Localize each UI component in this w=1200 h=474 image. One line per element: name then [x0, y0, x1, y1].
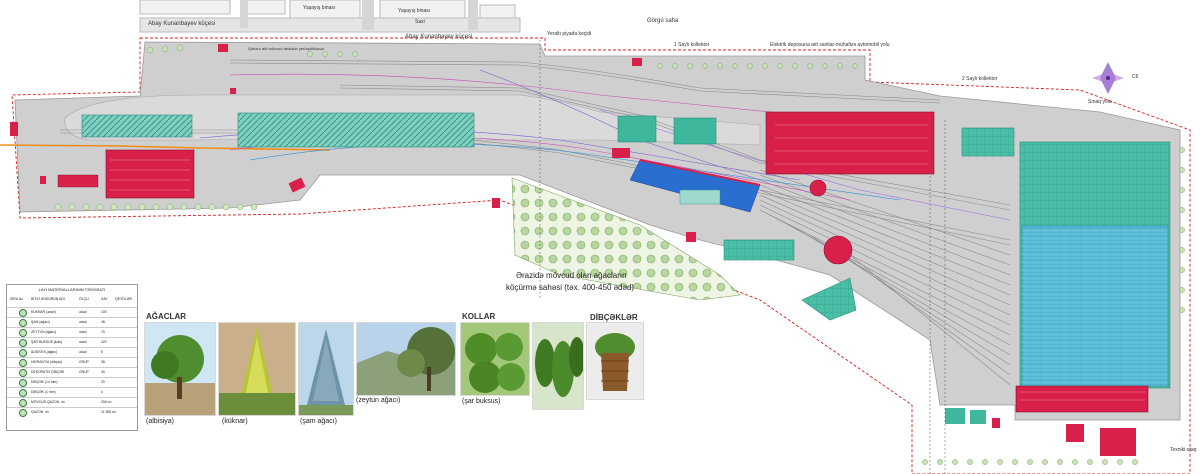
compass-icon: [1092, 62, 1124, 94]
label-monuments: Şəhərə aid mövcud abidələr yerləşdiriləc…: [248, 46, 325, 51]
tree-row-top: [146, 44, 858, 69]
legend-header-notes: QEYDLƏR: [115, 297, 133, 301]
legend-title: LAYİ MATERİALLARININ TƏSVİRATI: [38, 287, 106, 292]
label-residential-1: Yaşayış binası: [303, 5, 336, 11]
building-east-red: [765, 111, 935, 175]
platform-west: [81, 114, 193, 138]
trees-heading: AĞACLAR: [146, 312, 186, 321]
label-street-bottom: Abay Kunanbayev küçesi: [405, 34, 473, 40]
tree-row-bottom: [54, 203, 258, 211]
label-residential-2: Yaşayış binası: [398, 8, 431, 14]
label-technical-room: Texniki otaq: [1170, 447, 1197, 453]
legend-header-count: SAY: [101, 297, 108, 301]
photo-buksus: [460, 322, 530, 396]
photo-sam: [298, 322, 354, 416]
label-tree-transfer-1: Ərazidə mövcud olan ağacların: [516, 271, 627, 280]
photo-dibcek: [586, 322, 644, 400]
label-collector-2: 2 Saylı kollektor: [962, 76, 998, 82]
site-boundary: [11, 37, 1191, 474]
platform-central: [237, 112, 475, 148]
compass-label: C6: [1132, 74, 1139, 80]
legend-row: DİBÇƏK (1 mm)4: [7, 387, 137, 397]
photo-zeytun: [356, 322, 456, 396]
label-underpass: Yeraltı piyada keçidi: [547, 31, 592, 37]
photo-kuknar: [218, 322, 296, 416]
city-blocks: [139, 0, 521, 33]
caption-sam: (şam ağacı): [300, 418, 337, 425]
depot-hall: [1021, 225, 1169, 387]
caption-kuknar: (küknar): [222, 418, 248, 425]
label-test-track: Sınaq yolu: [1088, 99, 1112, 105]
label-electric-depot-road: Elektrik deposuna aid sanitar-mühafizə a…: [770, 42, 890, 48]
shrubs-heading: KOLLAR: [462, 312, 496, 321]
legend-header-name: BİTKİ ÜNSÜRÜN ADI: [31, 297, 65, 301]
photo-shrub-row: [532, 322, 584, 410]
legend-row: DİBÇƏK (14 mm)20: [7, 377, 137, 387]
label-saxi: Saxi: [415, 19, 425, 25]
caption-zeytun: (zeytun ağacı): [356, 397, 401, 404]
legend-header-no: SIRA №: [10, 297, 23, 301]
legend-table: LAYİ MATERİALLARININ TƏSVİRATI SIRA № Bİ…: [6, 284, 138, 431]
tree-transfer-area: [511, 177, 741, 301]
label-gorgu-saha: Görgü saha: [647, 18, 679, 24]
orange-utility-line: [0, 144, 331, 151]
legend-header-size: ÖLÇÜ: [79, 297, 89, 301]
label-tree-transfer-2: köçürmə sahəsi (təx. 400-450 ədəd): [506, 283, 635, 292]
label-street-top: Abay Kunanbayev küçesi: [148, 21, 216, 27]
building-west-red: [105, 149, 195, 199]
label-collector-1: 1 Saylı kollektor: [674, 42, 710, 48]
caption-albisiya: (albisiya): [146, 418, 175, 425]
caption-buksus: (şar buksus): [462, 398, 501, 405]
photo-albisiya: [144, 322, 216, 416]
pots-heading: DİBÇƏKLƏR: [590, 313, 638, 322]
